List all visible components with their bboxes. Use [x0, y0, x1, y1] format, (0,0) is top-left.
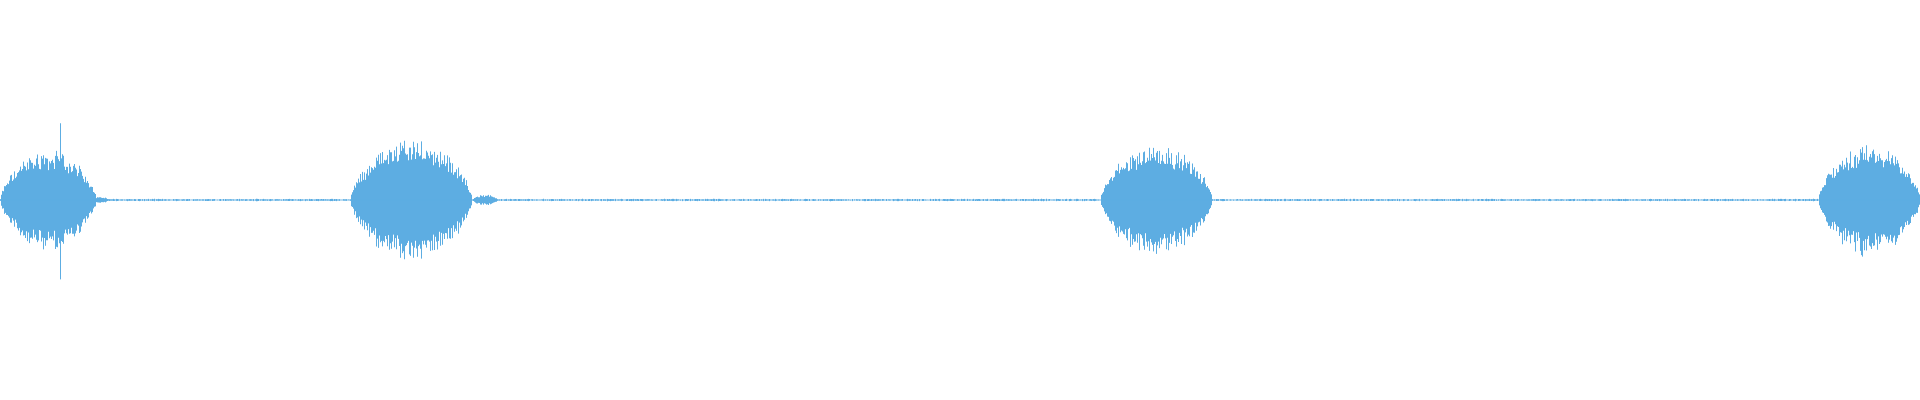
- waveform-trace: [0, 123, 1920, 280]
